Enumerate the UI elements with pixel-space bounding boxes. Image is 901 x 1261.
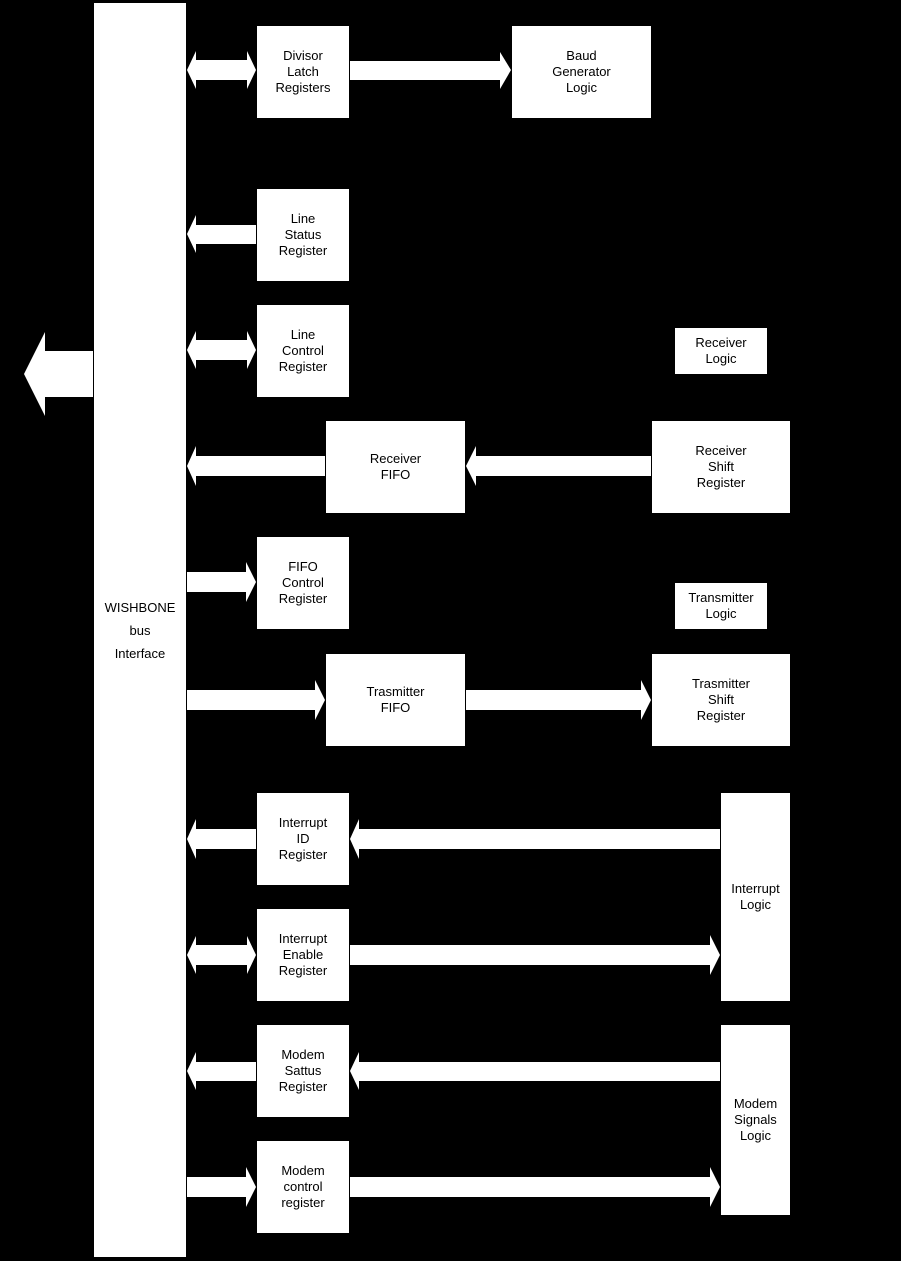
block-label: Receiver: [695, 443, 747, 458]
line-control-register: Line Control Register: [257, 305, 349, 397]
block-label: Registers: [275, 80, 331, 95]
block-label: Interrupt: [731, 881, 780, 896]
block-label: Logic: [705, 606, 737, 621]
block-label: Logic: [739, 897, 772, 912]
block-label: Modem: [733, 1096, 778, 1111]
block-label: Logic: [739, 1128, 772, 1143]
block-label: Register: [696, 708, 746, 723]
receiver-fifo: Receiver FIFO: [326, 421, 465, 513]
block-label: Receiver: [369, 451, 422, 466]
block-label: Line: [290, 327, 316, 342]
block-label: Interrupt: [278, 931, 328, 946]
block-label: Status: [284, 227, 322, 242]
transmitter-fifo: Trasmitter FIFO: [326, 654, 465, 746]
block-label: Register: [278, 847, 328, 862]
block-label: Register: [278, 359, 328, 374]
block-label: Shift: [707, 459, 734, 474]
arrow-interrupt-id-bus: [187, 819, 256, 859]
block-label: Register: [278, 1079, 328, 1094]
arrow-bus-fifo-control: [187, 562, 256, 602]
bus-label-line-1: WISHBONE: [104, 599, 176, 615]
wishbone-bus-interface: WISHBONE bus Interface: [94, 3, 186, 1257]
arrow-interrupt-enable-logic: [350, 935, 720, 975]
block-label: Receiver: [695, 335, 747, 350]
block-label: FIFO: [380, 467, 411, 482]
block-label: Line: [290, 211, 316, 226]
block-label: FIFO: [380, 700, 411, 715]
arrow-receiver-shift-fifo: [466, 446, 651, 486]
fifo-control-register: FIFO Control Register: [257, 537, 349, 629]
block-label: Modem: [281, 1163, 325, 1178]
interrupt-logic: Interrupt Logic: [721, 793, 790, 1001]
receiver-logic: Receiver Logic: [675, 328, 767, 374]
line-status-register: Line Status Register: [257, 189, 349, 281]
block-label: Modem: [281, 1047, 325, 1062]
baud-generator-logic: Baud Generator Logic: [512, 26, 651, 118]
arrow-bus-line-control: [187, 331, 256, 369]
arrow-modem-control-signals: [350, 1167, 720, 1207]
block-label: FIFO: [288, 559, 318, 574]
arrow-interrupt-logic-id: [350, 819, 720, 859]
block-label: Logic: [565, 80, 598, 95]
bus-label-line-2: bus: [129, 622, 151, 638]
block-label: Divisor: [283, 48, 323, 63]
block-label: Transmitter: [688, 590, 754, 605]
arrow-line-status-bus: [187, 215, 256, 253]
bus-label-line-3: Interface: [114, 645, 166, 661]
block-label: control: [283, 1179, 323, 1194]
arrow-bus-transmitter-fifo: [187, 680, 325, 720]
block-label: Trasmitter: [366, 684, 425, 699]
block-label: Register: [278, 591, 328, 606]
arrow-bus-interrupt-enable: [187, 936, 256, 974]
block-label: Control: [282, 343, 324, 358]
block-label: Trasmitter: [691, 676, 751, 691]
block-label: Shift: [707, 692, 734, 707]
transmitter-logic: Transmitter Logic: [675, 583, 767, 629]
interrupt-enable-register: Interrupt Enable Register: [257, 909, 349, 1001]
block-label: register: [281, 1195, 325, 1210]
transmitter-shift-register: Trasmitter Shift Register: [652, 654, 790, 746]
block-label: Interrupt: [278, 815, 328, 830]
interrupt-id-register: Interrupt ID Register: [257, 793, 349, 885]
block-label: ID: [296, 831, 310, 846]
arrow-receiver-fifo-bus: [187, 446, 325, 486]
block-label: Logic: [705, 351, 737, 366]
arrow-bus-modem-control: [187, 1167, 256, 1207]
arrow-modem-status-bus: [187, 1052, 256, 1090]
block-label: Control: [282, 575, 324, 590]
block-label: Sattus: [284, 1063, 322, 1078]
arrow-transmitter-fifo-shift: [466, 680, 651, 720]
modem-signals-logic: Modem Signals Logic: [721, 1025, 790, 1215]
block-label: Register: [278, 963, 328, 978]
block-label: Register: [278, 243, 328, 258]
block-label: Enable: [282, 947, 324, 962]
arrow-bus-divisor-latch: [187, 51, 256, 89]
modem-status-register: Modem Sattus Register: [257, 1025, 349, 1117]
receiver-shift-register: Receiver Shift Register: [652, 421, 790, 513]
block-label: Baud: [566, 48, 597, 63]
block-label: Signals: [734, 1112, 777, 1127]
divisor-latch-registers: Divisor Latch Registers: [257, 26, 349, 118]
arrow-modem-signals-status: [350, 1052, 720, 1090]
block-label: Latch: [287, 64, 319, 79]
block-label: Register: [696, 475, 746, 490]
block-label: Generator: [552, 64, 611, 79]
modem-control-register: Modem control register: [257, 1141, 349, 1233]
arrow-divisor-baud: [350, 52, 511, 89]
external-output-arrow: [24, 332, 93, 416]
